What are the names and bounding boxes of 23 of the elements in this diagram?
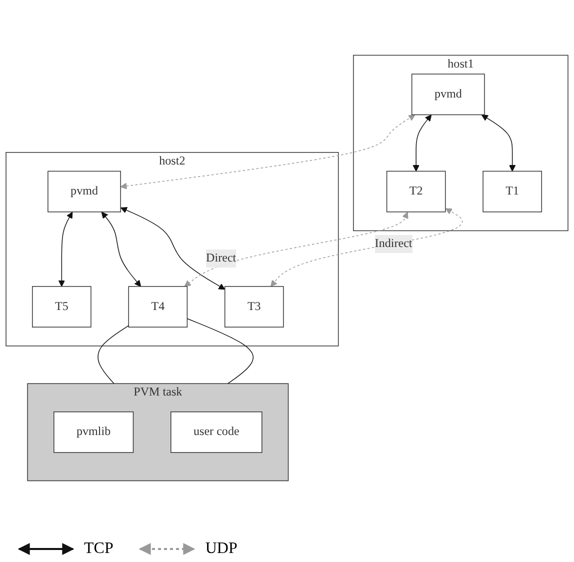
arrow (184, 212, 408, 287)
connector (98, 325, 129, 384)
connector (186, 318, 254, 384)
node-box: T3 (224, 286, 284, 328)
arrow (101, 212, 142, 287)
edge-label: Direct (206, 252, 236, 265)
arrow (120, 114, 416, 190)
node-box: T2 (386, 170, 446, 212)
node-box: pvmd (48, 170, 121, 212)
arrow (58, 212, 73, 287)
node-box: user code (170, 411, 262, 453)
node-box: T4 (128, 286, 188, 328)
legend-label: TCP (84, 540, 114, 558)
node-box: pvmlib (54, 411, 134, 453)
arrow (481, 114, 516, 172)
arrow (412, 114, 432, 172)
arrow (120, 207, 226, 290)
edge-label: Indirect (374, 237, 412, 250)
node-box: pvmd (411, 74, 485, 116)
node-box: T1 (482, 170, 542, 212)
arrow (270, 208, 463, 287)
legend-label: UDP (205, 540, 238, 558)
node-box: T5 (32, 286, 92, 328)
